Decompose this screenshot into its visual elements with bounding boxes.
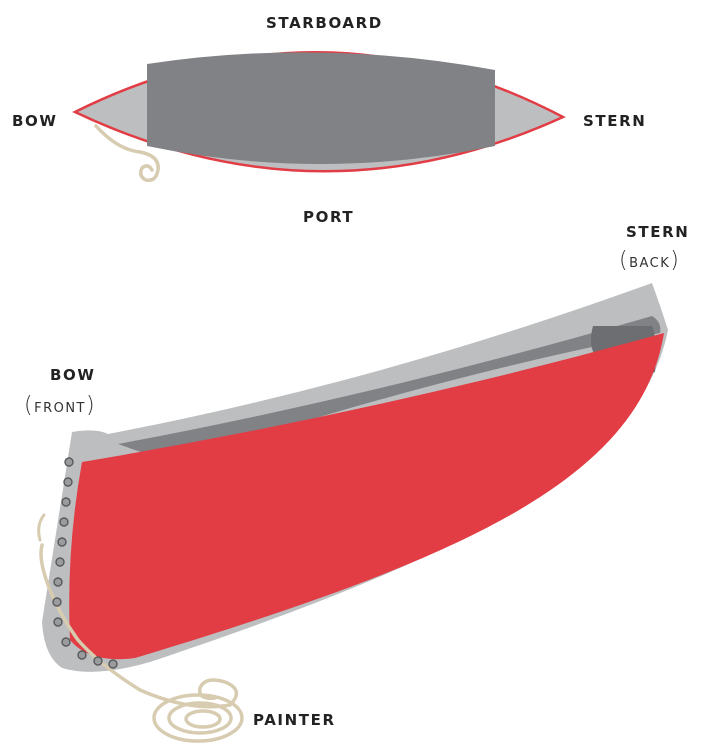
side-bow-note: (FRONT): [24, 393, 96, 418]
top-bow-label: BOW: [12, 112, 58, 130]
port-label: PORT: [303, 208, 354, 226]
top-seating-area: [147, 52, 495, 164]
side-stern-label: STERN: [626, 223, 689, 241]
side-stern-note: (BACK): [619, 248, 680, 273]
side-view-canoe: [39, 283, 668, 741]
starboard-label: STARBOARD: [266, 14, 383, 32]
stern-note-text: BACK: [629, 256, 670, 271]
side-bow-label: BOW: [50, 366, 96, 384]
painter-label: PAINTER: [253, 711, 336, 729]
top-view-canoe: [75, 52, 563, 180]
painter-coil-inner: [186, 711, 220, 727]
top-stern-label: STERN: [583, 112, 646, 130]
painter-loose-end: [39, 515, 44, 540]
bow-note-text: FRONT: [34, 401, 86, 416]
